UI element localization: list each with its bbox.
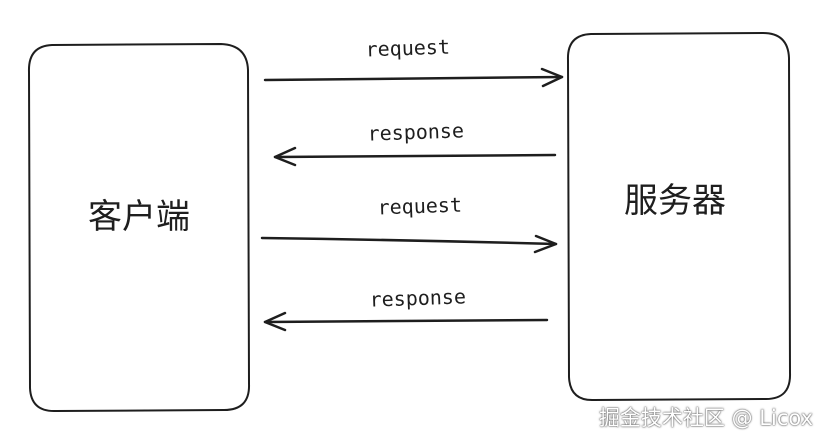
- response-arrow-line-1: [273, 153, 557, 159]
- response-arrow-line-2: [263, 318, 549, 324]
- client-box: [27, 43, 251, 413]
- request-arrow-1: request: [263, 35, 564, 88]
- client-node: 客户端: [27, 43, 251, 413]
- watermark: 掘金技术社区 @ Licox: [598, 406, 813, 430]
- response-label-2: response: [369, 284, 466, 311]
- response-label-1: response: [367, 118, 464, 145]
- server-node: 服务器: [566, 32, 792, 402]
- request-label-2: request: [377, 193, 462, 220]
- server-box: [566, 32, 792, 402]
- request-arrowhead-1: [540, 67, 564, 88]
- server-label: 服务器: [624, 181, 726, 221]
- response-arrow-1: response: [273, 118, 557, 167]
- client-label: 客户端: [88, 197, 190, 237]
- request-arrow-2: request: [260, 193, 558, 254]
- response-arrow-2: response: [263, 284, 549, 332]
- request-arrowhead-2: [533, 234, 558, 254]
- request-arrow-line-2: [260, 236, 558, 246]
- response-arrowhead-2: [263, 311, 287, 332]
- request-label-1: request: [365, 35, 450, 62]
- request-arrow-line-1: [263, 75, 564, 82]
- response-arrowhead-1: [273, 146, 297, 167]
